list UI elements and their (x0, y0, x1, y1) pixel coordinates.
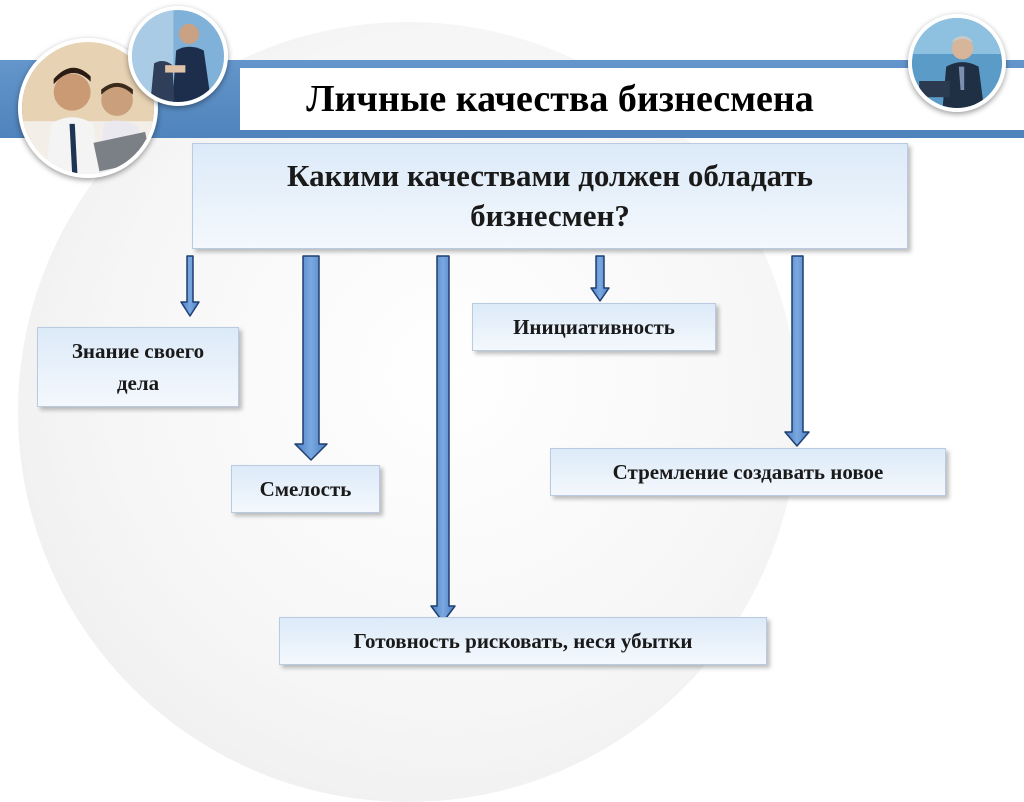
quality-box-knowledge: Знание своего дела (37, 327, 239, 407)
page-title: Личные качества бизнесмена (306, 78, 814, 120)
photo-businessmen-laptop (18, 38, 158, 178)
arrow-to-courage (294, 255, 328, 461)
arrows-layer (180, 255, 810, 623)
photo-businessman-desk (908, 14, 1006, 112)
question-text: Какими качествами должен обладать бизнес… (287, 158, 813, 233)
photo-handshake (128, 6, 228, 106)
quality-creativity: Стремление создавать новое (612, 459, 884, 484)
arrow-to-knowledge (180, 255, 200, 317)
question-box: Какими качествами должен обладать бизнес… (192, 143, 908, 249)
quality-box-risk: Готовность рисковать, неся убытки (279, 617, 767, 665)
quality-knowledge: Знание своего дела (71, 339, 205, 395)
quality-risk: Готовность рисковать, неся убытки (353, 628, 693, 653)
quality-box-creativity: Стремление создавать новое (550, 448, 946, 496)
arrow-to-risk (430, 255, 456, 623)
arrow-to-creativity (784, 255, 810, 447)
quality-box-courage: Смелость (231, 465, 380, 513)
quality-box-initiative: Инициативность (472, 303, 716, 351)
header-title-area (240, 68, 1024, 130)
quality-initiative: Инициативность (513, 314, 675, 339)
quality-courage: Смелость (259, 476, 352, 501)
arrow-to-initiative (590, 255, 610, 302)
